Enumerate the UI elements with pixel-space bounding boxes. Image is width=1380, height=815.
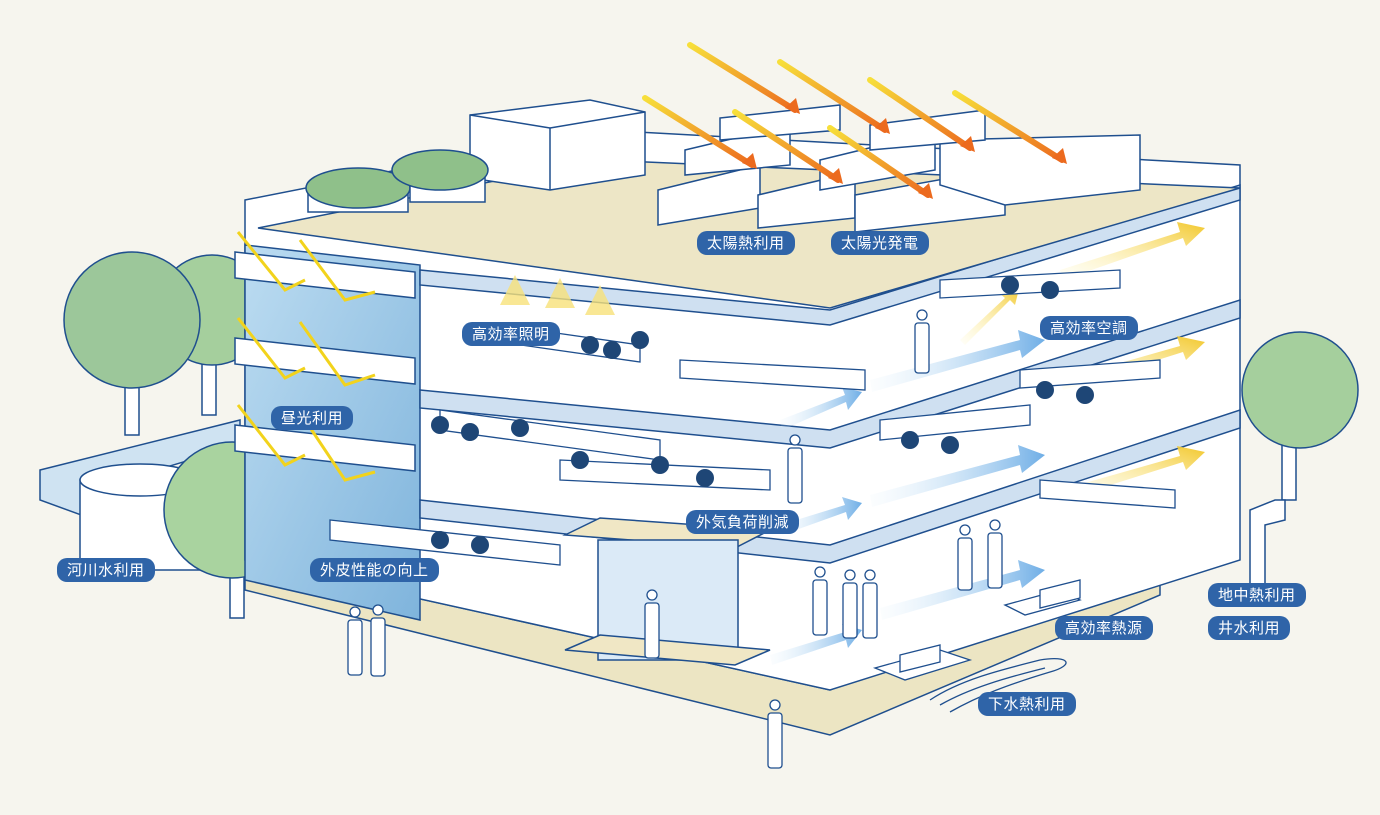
office-desks [329,269,1176,566]
water-tank [79,463,201,571]
office-chairs [431,276,1094,554]
slab-3f [419,183,1241,326]
label-efficient-heat-source: 高効率熱源 [1055,616,1153,640]
label-outdoor-load: 外気負荷削減 [686,510,800,534]
label-envelope: 外皮性能の向上 [310,558,439,582]
label-solar-heat: 太陽熱利用 [697,231,795,255]
entrance [562,517,773,666]
sunlight-arrows [642,42,1065,198]
slab-2f [419,298,1241,449]
rooftop-structure [469,99,646,191]
label-sewage-heat: 下水熱利用 [978,692,1076,716]
tree-right [1241,331,1359,501]
label-efficient-ac: 高効率空調 [1040,316,1138,340]
people [347,309,1003,769]
label-well-water: 井水利用 [1208,616,1291,640]
heat-source-equipment [872,579,1082,681]
solar-panels [657,104,1141,233]
daylight-rays [236,231,376,482]
light-glow [500,275,615,315]
label-geothermal: 地中熱利用 [1208,583,1306,607]
label-efficient-lighting: 高効率照明 [462,322,560,346]
tree-left [63,251,201,436]
label-river-water: 河川水利用 [57,558,155,582]
sewage-heat-pipes [929,658,1067,713]
roof-planter-1 [305,167,411,213]
label-daylight: 昼光利用 [271,406,354,430]
roof-planter-2 [391,149,489,203]
label-solar-power: 太陽光発電 [831,231,929,255]
sunlight-arrow-tips [742,98,1067,199]
